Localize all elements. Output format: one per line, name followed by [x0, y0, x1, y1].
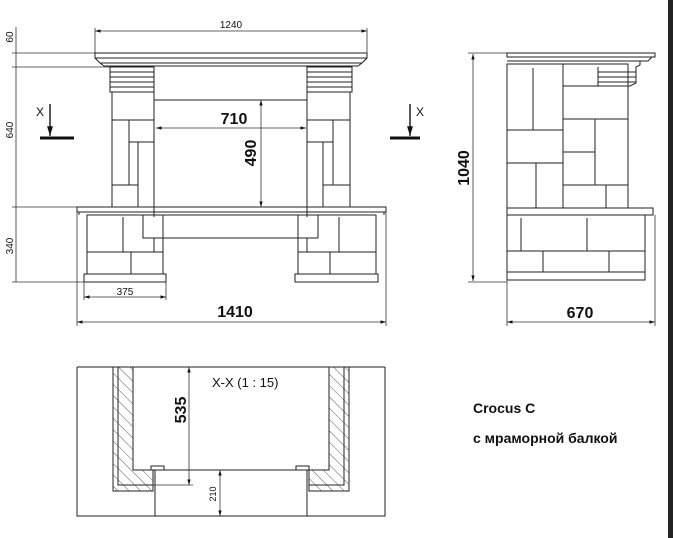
- dim-mantel-width: 1240: [220, 20, 243, 31]
- right-pillar: [306, 91, 351, 208]
- section-title: X-X (1 : 15): [212, 375, 278, 390]
- side-view: 1040 670: [456, 52, 656, 326]
- dim-base-height: 340: [5, 237, 16, 254]
- front-view: 1240 60 640 340 375 1410 710 490 X X: [5, 20, 424, 326]
- model-name: Crocus C: [473, 400, 536, 416]
- window-edge: [668, 0, 673, 538]
- dim-total-height: 1040: [456, 150, 473, 186]
- dim-depth: 670: [567, 305, 594, 322]
- dim-upper-height: 640: [5, 121, 16, 138]
- mantel-cornice: [94, 57, 368, 67]
- right-base: [294, 214, 379, 283]
- dim-hearth: 210: [208, 486, 218, 501]
- dim-mantel-height: 60: [5, 31, 16, 43]
- section-view: 535 210 X-X (1 : 15): [76, 366, 386, 517]
- model-subtitle: с мраморной балкой: [473, 430, 618, 446]
- svg-text:X: X: [416, 105, 424, 119]
- dim-opening-width: 710: [221, 111, 248, 128]
- firebox-front: [142, 214, 319, 239]
- right-capital: [306, 66, 353, 93]
- left-pillar: [111, 91, 155, 208]
- dim-opening-height: 490: [243, 140, 260, 167]
- hearth-slab: [76, 206, 387, 213]
- left-capital: [109, 66, 155, 93]
- section-mark-left: X: [36, 104, 74, 140]
- dim-total-width: 1410: [217, 304, 253, 321]
- dim-base-width: 375: [117, 287, 134, 298]
- mantel-top: [94, 52, 368, 59]
- dim-section-depth: 535: [173, 397, 190, 424]
- left-base: [83, 214, 167, 283]
- section-mark-right: X: [390, 104, 424, 140]
- svg-text:X: X: [36, 105, 44, 119]
